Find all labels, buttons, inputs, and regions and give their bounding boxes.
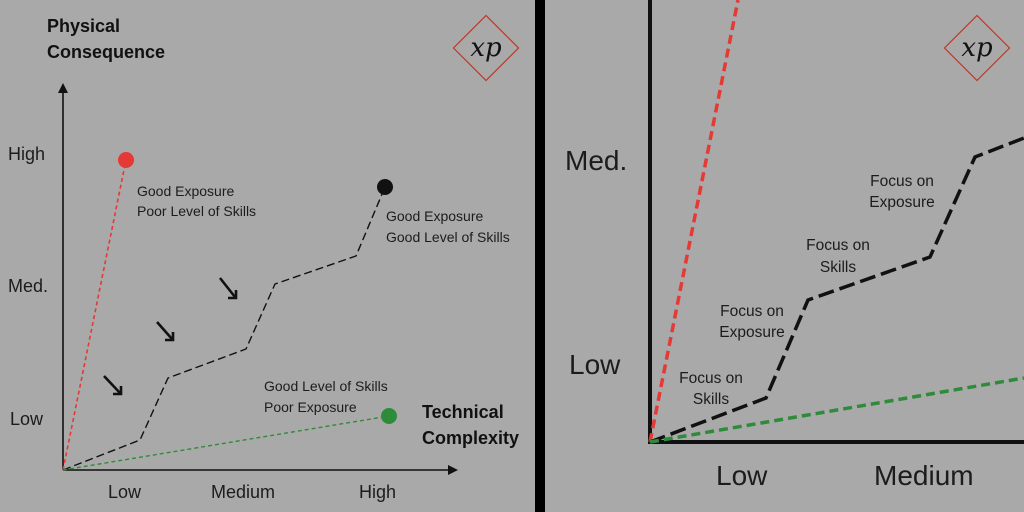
right-green-path (649, 376, 1024, 444)
right-panel: Med. Low Low Medium Focus on Skills Focu… (565, 0, 1024, 491)
left-arrow-2-head (165, 332, 175, 342)
left-panel: Physical Consequence Technical Complexit… (8, 14, 520, 502)
right-x-tick-low: Low (716, 460, 768, 491)
left-black-endpoint (377, 179, 393, 195)
left-x-tick-medium: Medium (211, 482, 275, 502)
left-y-axis-title-line1: Physical (47, 16, 120, 36)
left-red-endpoint (118, 152, 134, 168)
right-logo: xp (943, 14, 1011, 82)
right-logo-text: xp (961, 33, 993, 63)
left-x-axis-title-line2: Complexity (422, 428, 519, 448)
left-y-axis-title-line2: Consequence (47, 42, 165, 62)
left-green-path (62, 415, 390, 471)
panel-divider (535, 0, 545, 512)
left-black-path (62, 186, 386, 471)
right-annotation-2-line2: Exposure (719, 324, 784, 341)
left-arrow-3 (218, 277, 237, 298)
right-y-tick-med: Med. (565, 145, 627, 176)
left-arrow-1-head (113, 386, 123, 396)
left-red-path (62, 159, 127, 471)
right-annotation-2-line1: Focus on (720, 303, 784, 320)
left-green-endpoint (381, 408, 397, 424)
right-red-path (648, 0, 740, 443)
left-y-tick-low: Low (10, 409, 44, 429)
right-annotation-1-line1: Focus on (679, 370, 743, 387)
right-y-tick-low: Low (569, 349, 621, 380)
left-red-label-line1: Good Exposure (137, 183, 234, 199)
right-x-tick-medium: Medium (874, 460, 974, 491)
left-x-tick-high: High (359, 482, 396, 502)
left-black-label-line1: Good Exposure (386, 208, 483, 224)
left-x-axis-title-line1: Technical (422, 402, 504, 422)
right-annotation-4-line1: Focus on (870, 173, 934, 190)
left-logo: xp (452, 14, 520, 82)
left-x-tick-low: Low (108, 482, 142, 502)
left-y-tick-high: High (8, 144, 45, 164)
right-annotation-3-line1: Focus on (806, 237, 870, 254)
right-black-path (649, 136, 1024, 444)
right-annotation-3-line2: Skills (820, 259, 856, 276)
left-green-label-line1: Good Level of Skills (264, 378, 388, 394)
left-black-label-line2: Good Level of Skills (386, 229, 510, 245)
left-arrow-3-head (228, 290, 238, 300)
left-arrow-1 (103, 375, 121, 394)
right-annotation-4-line2: Exposure (869, 194, 934, 211)
left-red-label-line2: Poor Level of Skills (137, 203, 256, 219)
left-y-tick-med: Med. (8, 276, 48, 296)
left-arrow-2 (156, 321, 173, 340)
left-logo-text: xp (470, 33, 502, 63)
right-annotation-1-line2: Skills (693, 391, 729, 408)
left-green-label-line2: Poor Exposure (264, 399, 357, 415)
